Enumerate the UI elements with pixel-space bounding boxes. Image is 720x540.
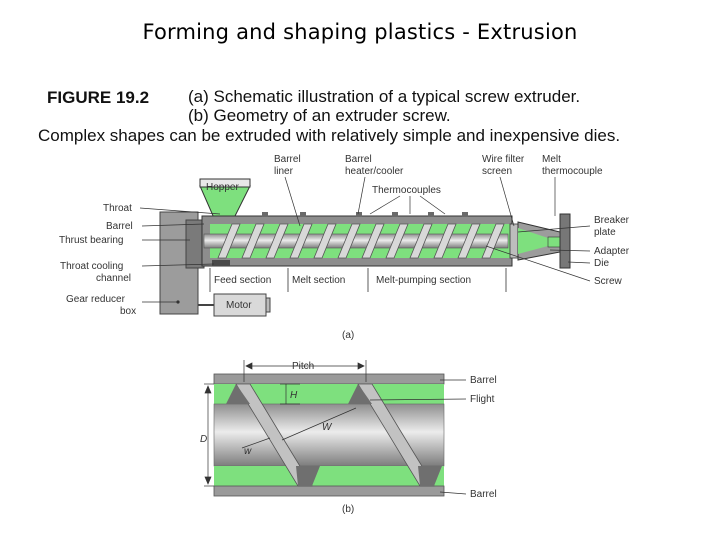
label-h: H: [290, 390, 298, 401]
label-barrel-liner-1: Barrel: [274, 154, 301, 165]
label-flight: Flight: [470, 394, 495, 405]
screw-geometry-diagram: [213, 373, 445, 497]
label-barrel-left: Barrel: [106, 221, 133, 232]
label-feed-section: Feed section: [214, 275, 271, 286]
slide-title: Forming and shaping plastics - Extrusion: [142, 20, 578, 44]
clearance-bottom: [214, 466, 444, 486]
label-throat-cooling-1: Throat cooling: [60, 261, 123, 272]
label-w-lower: w: [244, 446, 252, 457]
label-melt-thermo-1: Melt: [542, 154, 561, 165]
label-thrust-bearing: Thrust bearing: [59, 235, 123, 246]
label-barrel-bottom: Barrel: [470, 489, 497, 500]
label-melt-section: Melt section: [292, 275, 345, 286]
label-motor: Motor: [226, 300, 252, 311]
label-throat: Throat: [103, 203, 132, 214]
label-barrel-heater-1: Barrel: [345, 154, 372, 165]
label-d: D: [200, 434, 207, 445]
label-wire-filter-1: Wire filter: [482, 154, 525, 165]
die: [559, 213, 571, 269]
caption-line-b: (b) Geometry of an extruder screw.: [188, 106, 451, 125]
label-barrel-heater-2: heater/cooler: [345, 166, 404, 177]
figure-number: FIGURE 19.2: [47, 88, 150, 107]
label-barrel-liner-2: liner: [274, 166, 294, 177]
throat-cooling-channel: [212, 260, 230, 266]
label-gear-reducer-1: Gear reducer: [66, 294, 126, 305]
label-adapter: Adapter: [594, 246, 630, 257]
label-melt-thermo-2: thermocouple: [542, 166, 603, 177]
label-thermocouples: Thermocouples: [372, 185, 441, 196]
label-breaker-2: plate: [594, 227, 616, 238]
barrel-bottom: [213, 485, 445, 497]
label-w-upper: W: [322, 422, 333, 433]
sublabel-a: (a): [342, 330, 354, 341]
label-melt-pumping-section: Melt-pumping section: [376, 275, 471, 286]
label-breaker-1: Breaker: [594, 215, 630, 226]
label-die: Die: [594, 258, 609, 269]
barrel-top: [213, 373, 445, 385]
label-throat-cooling-2: channel: [96, 273, 131, 284]
label-gear-reducer-2: box: [120, 306, 136, 317]
breaker-plate: [509, 223, 519, 259]
sublabel-b: (b): [342, 504, 354, 515]
caption-line-a: (a) Schematic illustration of a typical …: [188, 87, 581, 106]
label-screw: Screw: [594, 276, 623, 287]
label-barrel-top: Barrel: [470, 375, 497, 386]
label-hopper: Hopper: [206, 182, 239, 193]
thrust-bearing: [185, 219, 205, 269]
label-wire-filter-2: screen: [482, 166, 512, 177]
clearance-top: [214, 384, 444, 404]
caption-line-c: Complex shapes can be extruded with rela…: [38, 126, 621, 145]
label-pitch: Pitch: [292, 361, 314, 372]
screw-extruder-schematic: [159, 178, 571, 317]
